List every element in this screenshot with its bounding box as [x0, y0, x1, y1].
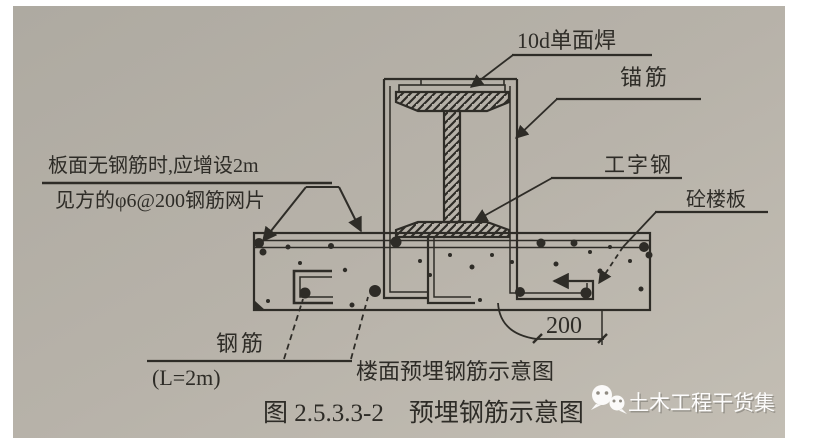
leader-ibeam: [473, 177, 553, 222]
slab-corner-mark: [254, 300, 265, 310]
rebar-dots: [254, 236, 653, 308]
sub-caption: 楼面预埋钢筋示意图: [356, 359, 554, 384]
leader-rebar-1: [283, 298, 304, 360]
leader-rebar-2: [350, 296, 369, 360]
label-anchor: 锚筋: [620, 65, 670, 90]
leader-slab-2: [598, 246, 624, 285]
note-line-1: 板面无钢筋时,应增设2m: [48, 154, 259, 177]
ibeam-section: [394, 90, 511, 239]
ibeam-web: [442, 109, 462, 224]
dimension-value: 200: [546, 313, 582, 339]
embedded-rebar-hook: [292, 269, 333, 305]
leader-anchor: [515, 98, 558, 139]
dimension-200: 200: [497, 302, 608, 345]
ibeam-top-flange: [394, 90, 511, 113]
wechat-icon: [591, 385, 627, 414]
label-weld: 10d单面焊: [517, 28, 616, 53]
watermark-text: 土木工程干货集: [628, 391, 775, 415]
leader-slab-1: [622, 211, 657, 248]
label-rebar: 钢筋: [216, 331, 266, 356]
label-ibeam: 工字钢: [604, 153, 673, 177]
label-slab: 砼楼板: [686, 188, 746, 211]
label-rebar-length: (L=2m): [152, 365, 221, 390]
anchor-bars: [382, 77, 595, 305]
watermark-text-shadow: 土木工程干货集: [630, 393, 777, 417]
note-line-2: 见方的φ6@200钢筋网片: [55, 189, 265, 212]
label-leaders: [283, 54, 657, 360]
mesh-leader-lines: [262, 186, 362, 243]
figure-caption: 图 2.5.3.3-2 预埋钢筋示意图: [263, 399, 584, 427]
leader-weld: [469, 54, 514, 88]
wechat-watermark: 土木工程干货集 土木工程干货集: [591, 385, 777, 417]
label-underlines: [42, 53, 768, 363]
ibeam-bottom-flange: [394, 220, 511, 239]
